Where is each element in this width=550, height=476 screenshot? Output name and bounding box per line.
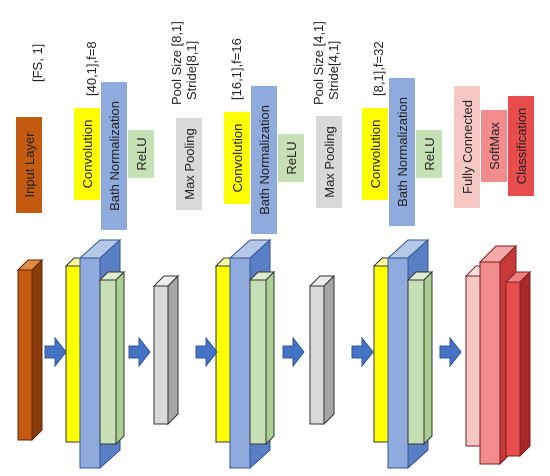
pool2-size-label: Pool Size [4,1] — [311, 21, 326, 105]
softmax-box: SoftMax — [481, 110, 507, 182]
conv2-box: Convolution — [224, 112, 250, 204]
input-size-label: [FS, 1] — [30, 44, 45, 82]
batchnorm1-box: Bath Normalization — [101, 82, 127, 230]
relu1-label: ReLU — [134, 137, 149, 170]
relu3-box: ReLU — [416, 130, 442, 178]
conv2-label: Convolution — [230, 124, 245, 193]
conv-block-2 — [214, 238, 276, 470]
input-layer-label: Input Layer — [22, 132, 37, 198]
relu1-box: ReLU — [128, 130, 154, 178]
maxpool1-label: Max Pooling — [182, 128, 197, 200]
arrow-right-icon — [195, 336, 218, 368]
softmax-label: SoftMax — [487, 122, 502, 170]
batchnorm1-label: Bath Normalization — [107, 101, 122, 211]
conv1-label: Convolution — [80, 120, 95, 189]
pool1-stride-label: Stride[8,1] — [184, 41, 199, 100]
batchnorm3-label: Bath Normalization — [395, 97, 410, 207]
relu2-box: ReLU — [278, 134, 304, 182]
arrow-right-icon — [128, 336, 151, 368]
pool1-size-label: Pool Size [8,1] — [169, 21, 184, 105]
conv-block-3 — [372, 238, 434, 470]
batchnorm3-box: Bath Normalization — [389, 78, 415, 226]
conv1-box: Convolution — [74, 108, 100, 200]
arrow-right-icon — [44, 336, 67, 368]
arrow-right-icon — [439, 336, 462, 368]
conv2-params-label: [16,1],f=16 — [229, 38, 244, 100]
maxpool-slab-1 — [152, 274, 180, 426]
batchnorm2-box: Bath Normalization — [251, 86, 277, 234]
pool2-stride-label: Stride[4,1] — [326, 41, 341, 100]
conv3-box: Convolution — [362, 108, 388, 200]
conv1-params-label: [40,1],f=8 — [84, 41, 99, 96]
conv3-params-label: [8,1],f=32 — [371, 41, 386, 96]
conv3-label: Convolution — [368, 120, 383, 189]
fully-connected-box: Fully Connected — [454, 86, 480, 208]
maxpool1-box: Max Pooling — [176, 118, 202, 210]
fully-connected-label: Fully Connected — [460, 100, 475, 194]
maxpool2-label: Max Pooling — [322, 126, 337, 198]
conv-block-1 — [64, 238, 126, 470]
batchnorm2-label: Bath Normalization — [257, 105, 272, 215]
classification-box: Classification — [508, 96, 534, 196]
arrow-right-icon — [351, 336, 374, 368]
relu2-label: ReLU — [284, 141, 299, 174]
output-block — [464, 244, 532, 466]
input-slab — [16, 258, 44, 442]
relu3-label: ReLU — [422, 137, 437, 170]
arrow-right-icon — [282, 336, 305, 368]
input-layer-box: Input Layer — [16, 117, 42, 213]
maxpool-slab-2 — [308, 274, 336, 426]
classification-label: Classification — [514, 108, 529, 185]
maxpool2-box: Max Pooling — [316, 116, 342, 208]
